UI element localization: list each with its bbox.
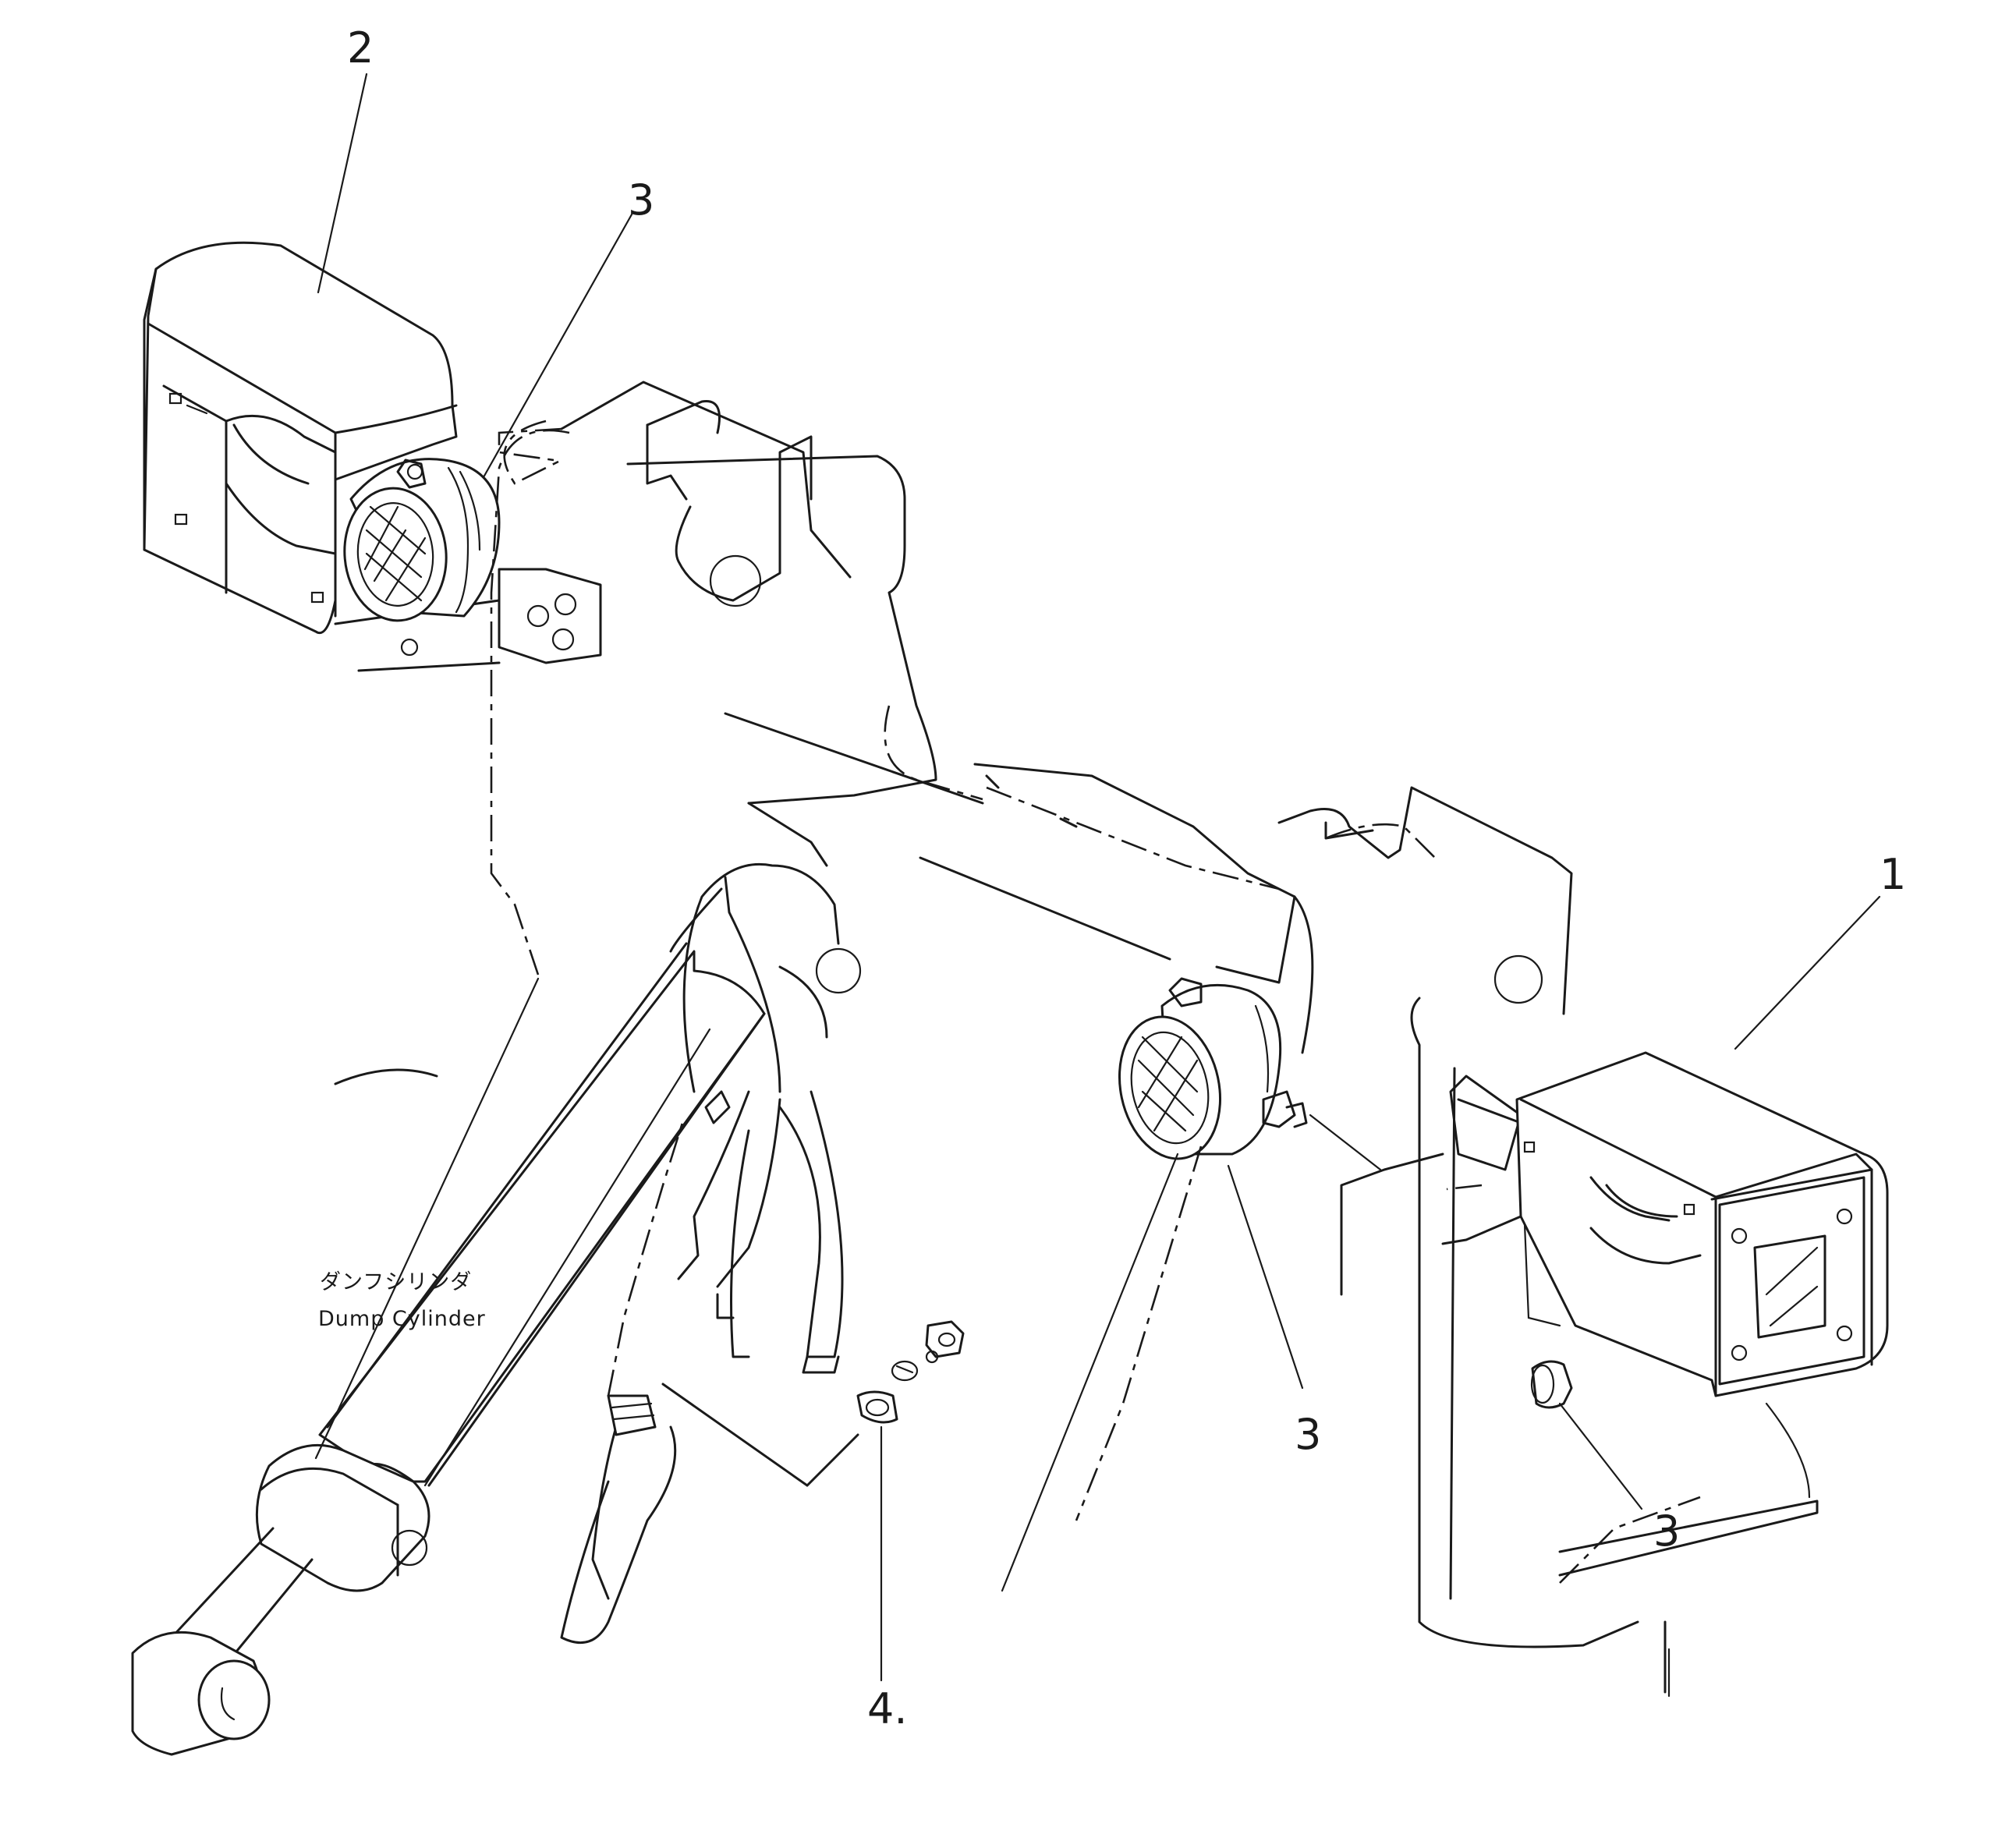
caption-english: Dump Cylinder <box>318 1307 486 1331</box>
callout-2: 2 <box>347 23 374 73</box>
lamp-housing-1 <box>1340 1051 1889 1397</box>
fittings-4 <box>856 1320 965 1424</box>
lamp-3-center <box>1118 977 1382 1171</box>
lamp-housing-2 <box>143 241 458 635</box>
leader-lines <box>490 429 1701 1584</box>
left-bracket <box>334 400 813 672</box>
dump-cylinder <box>131 942 766 1756</box>
callout-4: 4. <box>867 1684 908 1733</box>
callout-3-top: 3 <box>628 175 654 225</box>
right-bracket <box>1277 786 1819 1694</box>
callout-3-center: 3 <box>1295 1410 1321 1459</box>
nut-3 <box>1530 1360 1573 1409</box>
lamp-3-left <box>343 458 501 622</box>
hoses <box>560 1090 859 1645</box>
callout-1: 1 <box>1880 850 1906 899</box>
callout-leaders <box>314 73 1881 1698</box>
callout-3-nut: 3 <box>1653 1507 1680 1556</box>
chassis-frame <box>560 381 1296 1093</box>
caption-japanese: ダンフシリンダ <box>320 1270 472 1294</box>
